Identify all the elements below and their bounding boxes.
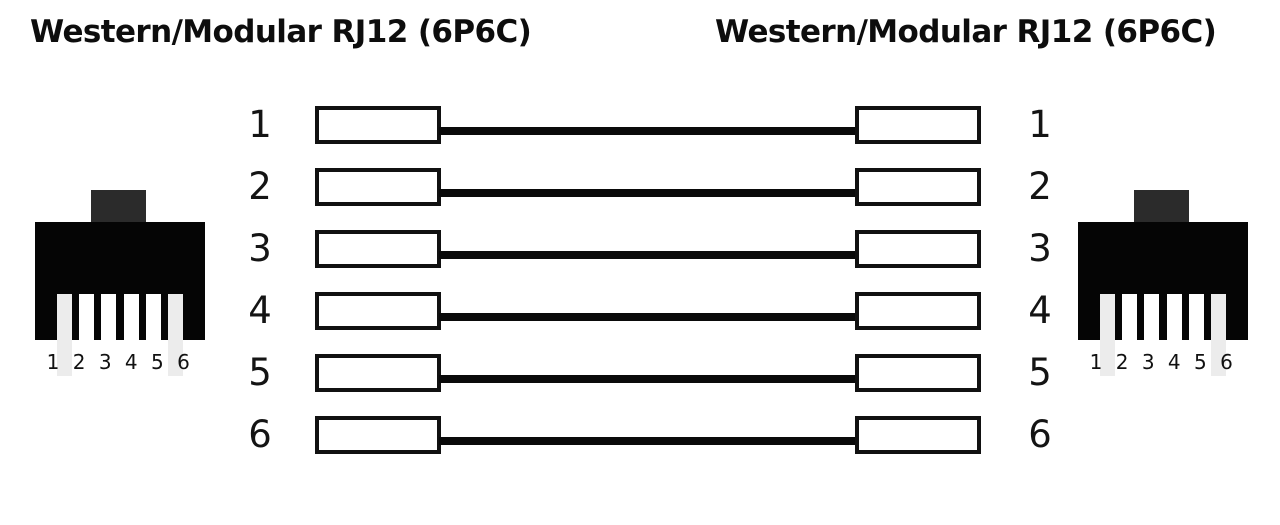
connection-wire	[439, 313, 857, 321]
right-connector-title: Western/Modular RJ12 (6P6C)	[715, 14, 1217, 50]
left-pin-number-label: 3	[248, 227, 272, 270]
left-connector-body	[35, 222, 205, 376]
left-connector-pin-contacts	[57, 294, 183, 376]
left-connector-pin-3	[101, 294, 117, 376]
connection-wire	[439, 251, 857, 259]
left-pin-terminal-box	[315, 354, 441, 392]
right-connector-pin-4	[1166, 294, 1182, 376]
left-connector-pin-4	[123, 294, 139, 376]
right-connector-pin-2	[1122, 294, 1138, 376]
right-pin-terminal-box	[855, 106, 981, 144]
right-connector-pin-3	[1144, 294, 1160, 376]
right-pin-number-label: 6	[1028, 413, 1052, 456]
left-pin-number-label: 5	[248, 351, 272, 394]
right-rj12-connector-illustration: 1 2 3 4 5 6	[1078, 190, 1248, 405]
left-rj12-connector-illustration: 1 2 3 4 5 6	[35, 190, 205, 405]
right-pin-terminal-box	[855, 292, 981, 330]
right-pin-terminal-box	[855, 230, 981, 268]
right-pin-number-label: 2	[1028, 165, 1052, 208]
right-pin-number-label: 1	[1028, 103, 1052, 146]
left-pin-terminal-box	[315, 230, 441, 268]
right-connector-pin-1	[1100, 294, 1115, 376]
left-pin-terminal-box	[315, 292, 441, 330]
left-connector-pin-2	[79, 294, 95, 376]
left-pin-number-label: 2	[248, 165, 272, 208]
left-connector-latch-tab-icon	[91, 190, 146, 225]
left-pin-terminal-box	[315, 416, 441, 454]
left-connector-title: Western/Modular RJ12 (6P6C)	[30, 14, 532, 50]
left-pin-number-label: 6	[248, 413, 272, 456]
right-connector-pin-numbers: 1 2 3 4 5 6	[1089, 350, 1237, 374]
left-pin-terminal-box	[315, 106, 441, 144]
right-connector-latch-tab-icon	[1134, 190, 1189, 225]
left-connector-pin-1	[57, 294, 72, 376]
left-pin-terminal-box	[315, 168, 441, 206]
left-pin-number-label: 4	[248, 289, 272, 332]
connection-wire	[439, 375, 857, 383]
left-connector-pin-6	[167, 294, 183, 376]
connection-wire	[439, 437, 857, 445]
right-pin-terminal-box	[855, 354, 981, 392]
right-connector-pin-6	[1210, 294, 1226, 376]
connection-wire	[439, 189, 857, 197]
left-connector-pin-5	[145, 294, 161, 376]
right-connector-pin-contacts	[1100, 294, 1226, 376]
right-pin-number-label: 3	[1028, 227, 1052, 270]
right-pin-terminal-box	[855, 168, 981, 206]
right-pin-number-label: 5	[1028, 351, 1052, 394]
right-pin-terminal-box	[855, 416, 981, 454]
connection-wire	[439, 127, 857, 135]
right-pin-number-label: 4	[1028, 289, 1052, 332]
left-connector-pin-numbers: 1 2 3 4 5 6	[46, 350, 194, 374]
right-connector-body	[1078, 222, 1248, 376]
left-pin-number-label: 1	[248, 103, 272, 146]
right-connector-pin-5	[1188, 294, 1204, 376]
